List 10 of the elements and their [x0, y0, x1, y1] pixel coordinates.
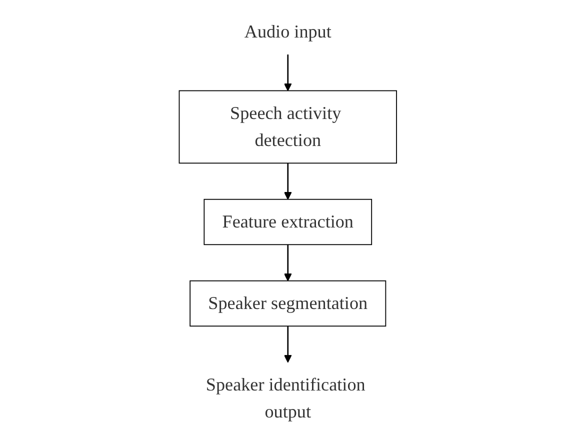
node-box	[190, 280, 386, 327]
arrow	[284, 163, 292, 200]
node-box	[204, 198, 372, 246]
arrow	[284, 244, 292, 282]
flowchart-diagram: Audio input Speech activity detection Feature extraction Speaker segmentation Speaker identification output	[172, 2, 404, 442]
node-box	[178, 90, 398, 164]
node-text: Speaker identification output	[206, 374, 366, 422]
arrow	[284, 54, 292, 92]
arrow	[284, 326, 292, 363]
node-text: Audio input	[244, 22, 332, 42]
